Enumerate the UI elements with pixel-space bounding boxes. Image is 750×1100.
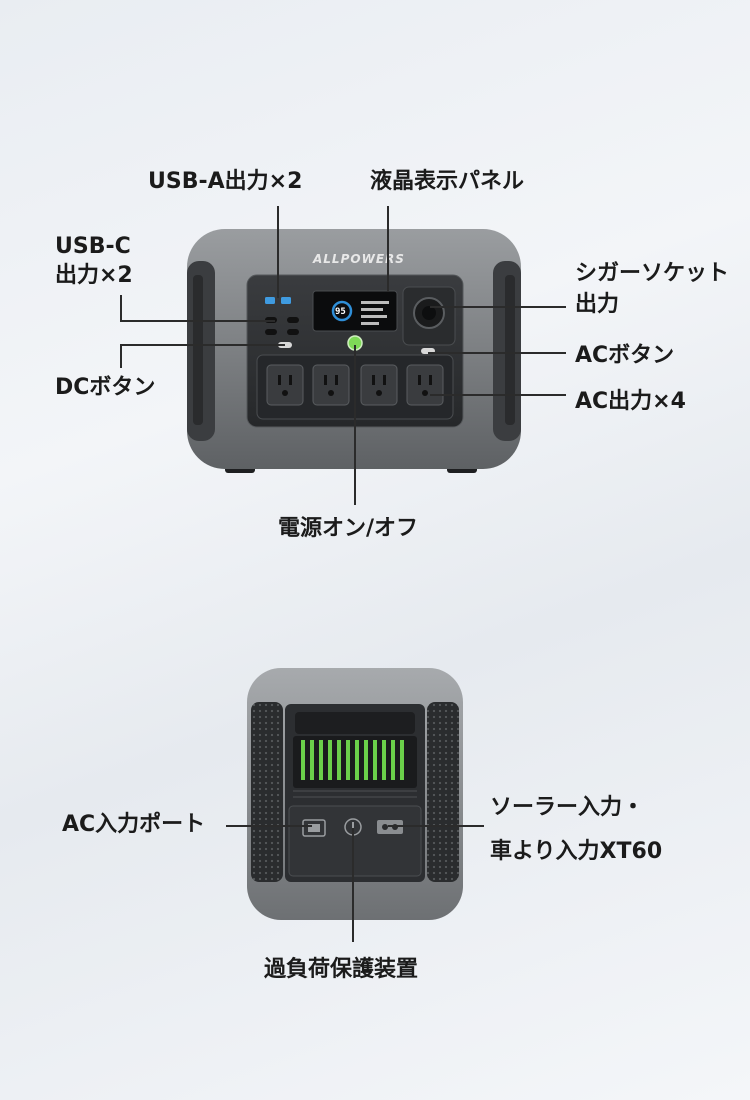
power-onoff-label: 電源オン/オフ xyxy=(278,516,419,541)
ac-output-leader-horizontal xyxy=(430,394,566,396)
solar-leader-horizontal xyxy=(388,825,484,827)
solar-input-label-line1: ソーラー入力・ xyxy=(490,795,645,820)
screen-percentage: 95 xyxy=(335,307,346,317)
ac-button-leader-horizontal xyxy=(428,352,566,354)
cigar-socket-label-line2: 出力 xyxy=(575,292,620,317)
usb-a-leader-vertical xyxy=(277,206,279,298)
dc-button-label: DCボタン xyxy=(55,375,156,400)
usb-c-output-label-line2: 出力×2 xyxy=(55,263,133,288)
ac-input-leader-horizontal xyxy=(226,825,312,827)
ac-input-port-label: AC入力ポート xyxy=(62,812,206,837)
usb-c-leader-vertical xyxy=(120,295,122,321)
usb-a-output-label: USB-A出力×2 xyxy=(148,169,303,194)
cigar-leader-horizontal xyxy=(430,306,566,308)
cigar-socket-label-line1: シガーソケット xyxy=(575,261,730,286)
back-power-station-image xyxy=(247,668,463,920)
usb-c-output-label-line1: USB-C xyxy=(55,234,131,259)
overload-leader-vertical xyxy=(352,828,354,942)
lcd-panel-label: 液晶表示パネル xyxy=(370,169,525,194)
power-leader-vertical xyxy=(354,345,356,505)
lcd-leader-vertical xyxy=(387,206,389,292)
dc-button-leader-horizontal xyxy=(120,344,285,346)
ac-button-label: ACボタン xyxy=(575,343,675,368)
svg-text:ALLPOWERS: ALLPOWERS xyxy=(312,252,405,266)
usb-c-leader-horizontal xyxy=(120,320,275,322)
ac-output-label: AC出力×4 xyxy=(575,389,686,414)
solar-input-label-line2: 車より入力XT60 xyxy=(490,839,663,864)
overload-protection-label: 過負荷保護装置 xyxy=(264,957,419,982)
dc-button-leader-vertical xyxy=(120,344,122,368)
